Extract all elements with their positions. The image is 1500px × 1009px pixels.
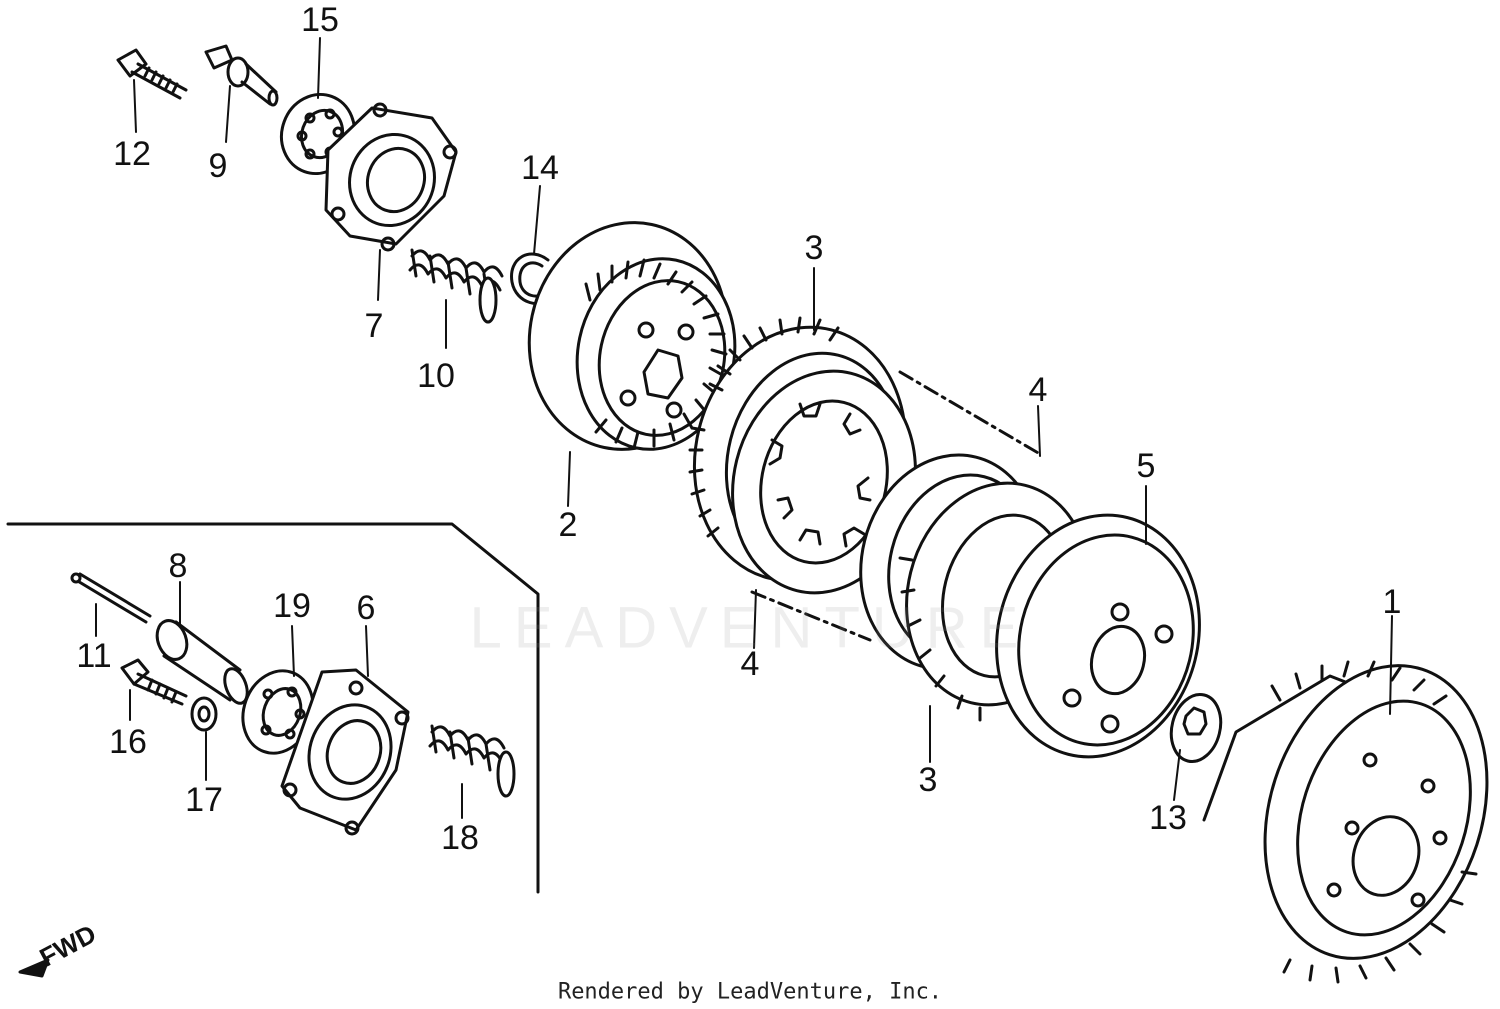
callout-17: 17 [185,781,223,819]
leader-lines [95,37,1393,819]
washer-13-icon [1169,693,1223,763]
callout-3-upper: 3 [804,229,824,267]
nut-17-icon [190,696,218,732]
callout-8: 8 [168,547,188,585]
callout-10: 10 [417,357,455,395]
clutch-outer-1-icon [1202,660,1489,984]
spring-18-icon [428,724,516,798]
callout-2: 2 [558,506,578,544]
callout-3-lower: 3 [918,761,938,799]
pressure-plate-5-icon [995,513,1201,759]
callout-7: 7 [364,307,384,345]
callout-16: 16 [109,723,147,761]
callout-13: 13 [1149,799,1187,837]
clutch-center-2-icon [527,221,737,451]
callout-6: 6 [356,589,376,627]
callout-5: 5 [1136,447,1156,485]
bolt-12-icon [116,48,188,100]
spring-10-icon [408,248,504,324]
callout-19: 19 [273,587,311,625]
fwd-arrow-icon [18,958,50,978]
callout-1: 1 [1382,583,1402,621]
dowel-pin-11-icon [70,572,152,624]
callout-12: 12 [113,135,151,173]
callout-14: 14 [521,149,559,187]
callout-18: 18 [441,819,479,857]
callout-4-upper: 4 [1028,371,1048,409]
render-credit: Rendered by LeadVenture, Inc. [557,979,943,1005]
bolt-16-icon [120,658,188,706]
pin-9-icon [204,44,279,107]
callout-15: 15 [301,1,339,39]
variant-group-bracket [6,522,540,894]
bearing-holder-6-icon [280,668,410,836]
callout-9: 9 [208,147,228,185]
bearing-holder-7-icon [324,102,458,252]
callout-4-lower: 4 [740,645,760,683]
watermark: LEADVENTURE [469,595,1031,661]
collar-8-icon [155,619,249,705]
callout-11: 11 [76,637,112,675]
